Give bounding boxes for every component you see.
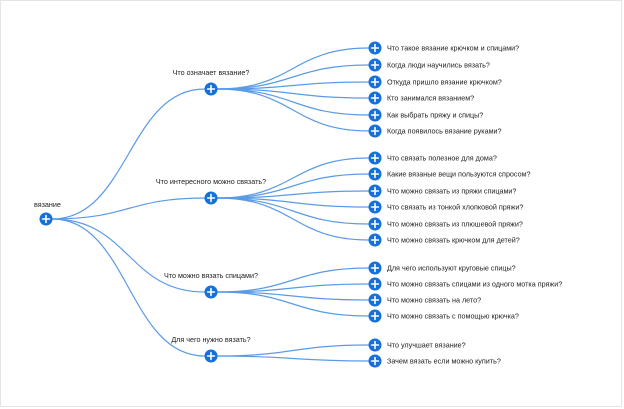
edge-root-to-branch-4 — [52, 218, 205, 357]
root-node-label: вязание — [34, 200, 61, 209]
leaf-node-3-3-label: Что можно связать на лето? — [387, 296, 481, 305]
leaf-node-1-2-expand-button[interactable] — [368, 58, 382, 72]
branch-node-1-expand-button[interactable] — [204, 82, 218, 96]
leaf-node-3-3-expand-button[interactable] — [368, 293, 382, 307]
leaf-node-4-1-label: Что улучшает вязание? — [387, 341, 466, 350]
leaf-node-2-5-label: Что можно связать из плюшевой пряжи? — [387, 220, 523, 229]
branch-node-3-label: Что можно вязать спицами? — [164, 271, 258, 280]
leaf-node-3-4-label: Что можно связать с помощью крючка? — [387, 312, 519, 321]
leaf-node-2-5-expand-button[interactable] — [368, 217, 382, 231]
branch-node-2-label: Что интересного можно связать? — [156, 177, 266, 186]
leaf-node-1-2-label: Когда люди научились вязать? — [387, 61, 490, 70]
leaf-node-2-2-expand-button[interactable] — [368, 167, 382, 181]
leaf-node-2-1-label: Что связать полезное для дома? — [387, 154, 497, 163]
branch-node-4-label: Для чего нужно вязать? — [171, 335, 250, 344]
root-node-expand-button[interactable] — [39, 212, 53, 226]
leaf-node-4-2-label: Зачем вязать если можно купить? — [387, 357, 501, 366]
leaf-node-1-6-expand-button[interactable] — [368, 124, 382, 138]
leaf-node-1-1-label: Что такое вязание крючком и спицами? — [387, 44, 519, 53]
edge-branch-3-to-leaf-2 — [217, 283, 369, 293]
leaf-node-1-5-label: Как выбрать пряжу и спицы? — [387, 111, 483, 120]
leaf-node-1-3-label: Откуда пришло вязание крючком? — [387, 78, 502, 87]
leaf-node-2-2-label: Какие вязаные вещи пользуются спросом? — [387, 170, 531, 179]
leaf-node-2-6-expand-button[interactable] — [368, 233, 382, 247]
leaf-node-3-2-expand-button[interactable] — [368, 277, 382, 291]
leaf-node-2-6-label: Что можно связать крючком для детей? — [387, 236, 520, 245]
mindmap-edges — [52, 47, 369, 362]
edge-branch-3-to-leaf-4 — [217, 291, 369, 317]
branch-node-4-expand-button[interactable] — [204, 349, 218, 363]
leaf-node-1-1-expand-button[interactable] — [368, 41, 382, 55]
branch-node-2-expand-button[interactable] — [204, 191, 218, 205]
leaf-node-4-2-expand-button[interactable] — [368, 354, 382, 368]
leaf-node-1-3-expand-button[interactable] — [368, 75, 382, 89]
edge-branch-1-to-leaf-6 — [217, 88, 369, 132]
leaf-node-1-4-label: Кто занимался вязанием? — [387, 94, 474, 103]
leaf-node-1-6-label: Когда появилось вязание руками? — [387, 127, 502, 136]
leaf-node-3-2-label: Что можно связать спицами из одного мотк… — [387, 280, 562, 289]
leaf-node-4-1-expand-button[interactable] — [368, 338, 382, 352]
edge-branch-1-to-leaf-2 — [217, 64, 369, 90]
leaf-node-3-1-expand-button[interactable] — [368, 261, 382, 275]
leaf-node-2-3-label: Что можно связать из пряжи спицами? — [387, 187, 516, 196]
edge-branch-4-to-leaf-2 — [217, 355, 369, 362]
branch-node-1-label: Что означает вязание? — [173, 68, 250, 77]
edge-branch-2-to-leaf-6 — [217, 197, 369, 241]
edge-root-to-branch-3 — [52, 218, 205, 293]
edge-branch-1-to-leaf-3 — [217, 81, 369, 90]
edge-branch-4-to-leaf-1 — [217, 344, 369, 357]
edge-root-to-branch-2 — [52, 197, 205, 220]
leaf-node-2-4-label: Что связать из тонкой хлопковой пряжи? — [387, 203, 523, 212]
leaf-node-3-4-expand-button[interactable] — [368, 309, 382, 323]
leaf-node-1-4-expand-button[interactable] — [368, 91, 382, 105]
leaf-node-2-1-expand-button[interactable] — [368, 151, 382, 165]
leaf-node-3-1-label: Для чего используют круговые спицы? — [387, 264, 516, 273]
branch-node-3-expand-button[interactable] — [204, 285, 218, 299]
edge-root-to-branch-1 — [52, 88, 205, 220]
edge-branch-3-to-leaf-1 — [217, 267, 369, 293]
edge-branch-2-to-leaf-1 — [217, 157, 369, 199]
leaf-node-1-5-expand-button[interactable] — [368, 108, 382, 122]
edge-branch-2-to-leaf-2 — [217, 173, 369, 199]
edge-branch-2-to-leaf-3 — [217, 190, 369, 199]
edge-branch-1-to-leaf-1 — [217, 47, 369, 90]
leaf-node-2-4-expand-button[interactable] — [368, 200, 382, 214]
mindmap-nodes: вязание Что означает вязание? Что такое вя… — [34, 41, 562, 368]
leaf-node-2-3-expand-button[interactable] — [368, 184, 382, 198]
